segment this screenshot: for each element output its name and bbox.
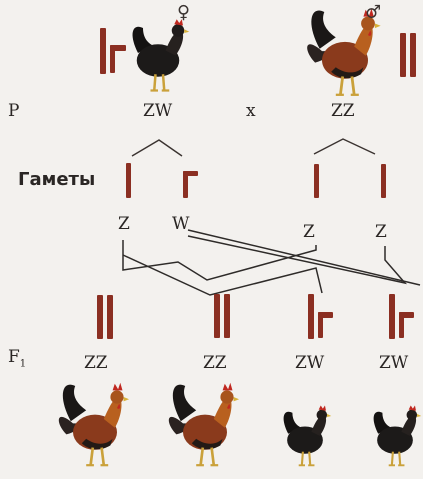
gamete-male-z-2: Z: [375, 224, 387, 241]
cross-symbol: x: [246, 103, 256, 120]
offspring-genotype-2: ZZ: [203, 355, 227, 372]
parent-male-genotype: ZZ: [331, 103, 355, 120]
offspring-hen-icon-1: [284, 405, 332, 465]
parent-male-chromosomes-icon: [400, 33, 416, 77]
gametes-label: Гаметы: [18, 171, 95, 189]
parent-hen-icon: [133, 19, 190, 90]
gamete-split-lines: [132, 139, 375, 156]
offspring-rooster-icon-1: [59, 383, 129, 466]
gamete-male-z-1: Z: [303, 224, 315, 241]
offspring-chromosomes-icon: [97, 294, 414, 339]
parents-row-label: P: [8, 103, 19, 120]
gamete-female-w: W: [172, 216, 189, 233]
female-symbol: ♀: [177, 4, 190, 22]
offspring-genotype-1: ZZ: [84, 355, 108, 372]
male-symbol: ♂: [365, 4, 381, 22]
offspring-genotype-4: ZW: [379, 355, 408, 372]
offspring-genotype-3: ZW: [295, 355, 324, 372]
offspring-rooster-icon-2: [169, 383, 239, 466]
parent-female-genotype: ZW: [143, 103, 172, 120]
gamete-chromosomes-icon: [126, 163, 386, 198]
parent-female-chromosomes-icon: [100, 28, 126, 74]
offspring-hen-icon-2: [374, 405, 422, 465]
offspring-row-label: F1: [8, 349, 26, 369]
gamete-female-z: Z: [118, 216, 130, 233]
